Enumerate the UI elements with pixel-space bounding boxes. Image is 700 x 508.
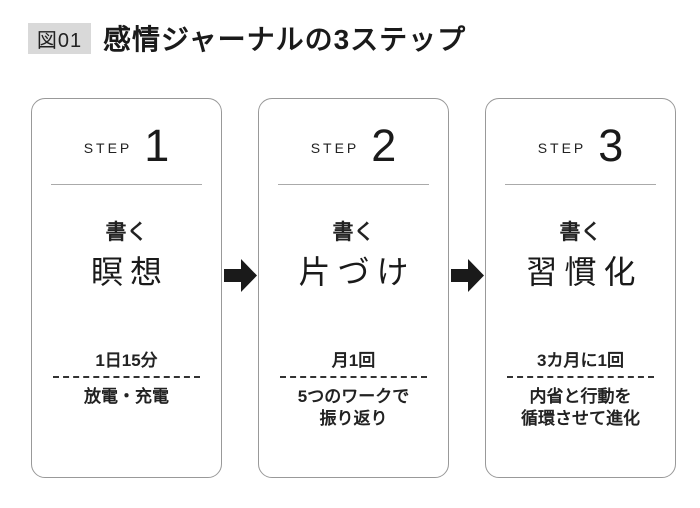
- step-number: 3: [598, 119, 624, 171]
- keyword-text: 片づけ: [298, 254, 416, 290]
- dashed-divider: [506, 376, 655, 378]
- step-number: 2: [371, 119, 397, 171]
- dashed-divider: [52, 376, 201, 378]
- keyword-text: 瞑想: [90, 254, 170, 290]
- keyword-label: 片づけ: [259, 247, 448, 293]
- step-card-1: STEP 1 書く 瞑想 1日15分 放電・充電: [31, 98, 222, 478]
- step-heading: STEP 2: [259, 121, 448, 169]
- description-label: 内省と行動を 循環させて進化: [521, 387, 640, 429]
- action-label: 書く: [332, 221, 375, 244]
- step-label: STEP: [83, 140, 133, 156]
- figure-number-badge: 図01: [28, 22, 91, 54]
- step-card-3: STEP 3 書く 習慣化 3カ月に1回 内省と行動を 循環させて進化: [485, 98, 676, 478]
- step-card-2: STEP 2 書く 片づけ 月1回 5つのワークで 振り返り: [258, 98, 449, 478]
- frequency-label: 1日15分: [95, 351, 158, 370]
- header-divider: [504, 184, 657, 185]
- keyword-label: 瞑想: [32, 247, 221, 293]
- header-divider: [277, 184, 430, 185]
- figure-header: 図01 感情ジャーナルの3ステップ: [28, 18, 466, 58]
- keyword-text: 習慣化: [525, 254, 643, 290]
- keyword-label: 習慣化: [486, 247, 675, 293]
- frequency-label: 3カ月に1回: [537, 351, 624, 370]
- step-number: 1: [144, 119, 170, 171]
- frequency-label: 月1回: [331, 351, 376, 370]
- figure-title: 感情ジャーナルの3ステップ: [103, 24, 467, 55]
- step-heading: STEP 1: [32, 121, 221, 169]
- dashed-divider: [279, 376, 428, 378]
- right-arrow-icon: [224, 259, 257, 292]
- header-divider: [50, 184, 203, 185]
- description-label: 5つのワークで 振り返り: [297, 387, 410, 429]
- action-label: 書く: [105, 221, 148, 244]
- action-label: 書く: [559, 221, 602, 244]
- right-arrow-icon: [451, 259, 484, 292]
- step-label: STEP: [310, 140, 360, 156]
- step-heading: STEP 3: [486, 121, 675, 169]
- step-label: STEP: [537, 140, 587, 156]
- description-label: 放電・充電: [84, 387, 169, 406]
